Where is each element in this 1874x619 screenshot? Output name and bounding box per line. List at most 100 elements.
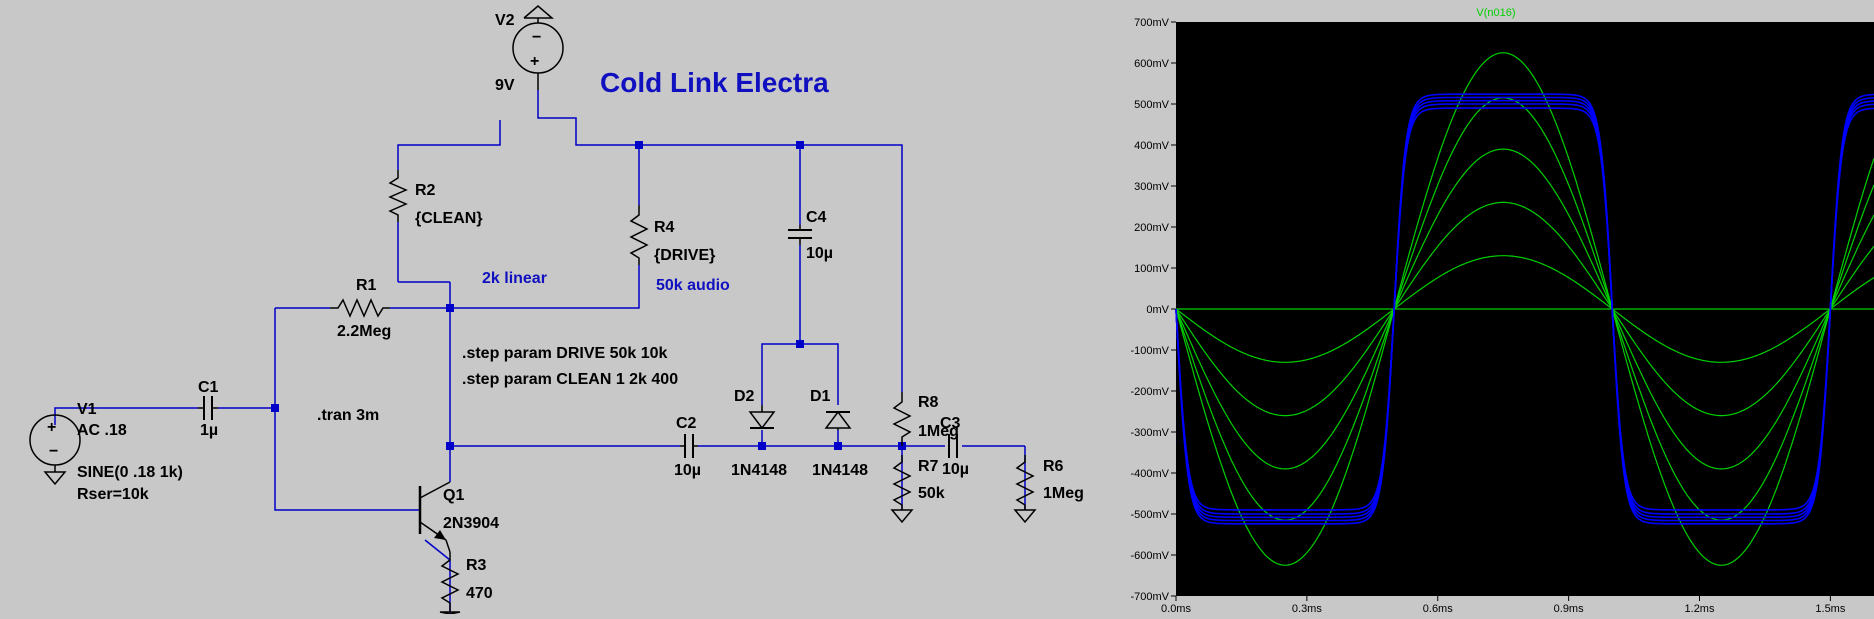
v2-name: V2 <box>495 12 515 29</box>
r4-name: R4 <box>654 219 675 236</box>
svg-text:−: − <box>532 29 541 46</box>
y-axis: 700mV600mV500mV400mV300mV200mV100mV0mV-1… <box>1130 17 1176 603</box>
v2-value: 9V <box>495 77 515 94</box>
series-line-8 <box>1175 99 1874 519</box>
c4-name: C4 <box>806 209 827 226</box>
capacitor-c4[interactable] <box>788 225 812 245</box>
r1-value: 2.2Meg <box>337 323 391 340</box>
schematic-canvas[interactable]: − + <box>0 0 1110 615</box>
series-line-10 <box>1175 93 1874 525</box>
r8-value: 1Meg <box>918 423 959 440</box>
r8-name: R8 <box>918 394 939 411</box>
series-line-9 <box>1175 96 1874 522</box>
wire-base <box>274 308 420 511</box>
resistor-r6[interactable] <box>1015 455 1035 510</box>
c3-value: 10µ <box>942 461 969 478</box>
diode-d1[interactable] <box>824 410 852 430</box>
resistor-r7[interactable] <box>892 455 912 510</box>
d2-value: 1N4148 <box>731 462 787 479</box>
series-line-3 <box>1175 148 1874 470</box>
diode-d2[interactable] <box>748 405 776 430</box>
y-tick-label: -100mV <box>1130 345 1169 357</box>
y-tick-label: 600mV <box>1134 58 1170 70</box>
capacitor-c3[interactable] <box>948 434 958 458</box>
r7-name: R7 <box>918 458 939 475</box>
d1-value: 1N4148 <box>812 462 868 479</box>
r4-value: {DRIVE} <box>654 247 715 264</box>
schematic-svg: − + <box>29 5 1084 615</box>
series-line-6 <box>1175 107 1874 511</box>
resistor-r3[interactable] <box>440 552 460 612</box>
waveform-chart: V(n016) 700mV600mV500mV400mV300mV200mV10… <box>1130 7 1874 615</box>
wire-v1-top <box>54 407 198 425</box>
y-tick-label: 500mV <box>1134 99 1170 111</box>
y-tick-label: -400mV <box>1130 468 1169 480</box>
c4-value: 10µ <box>806 245 833 262</box>
wire-r4-bottom <box>450 265 640 309</box>
ground-icon <box>43 471 1037 615</box>
y-tick-label: -200mV <box>1130 386 1169 398</box>
resistor-r2[interactable] <box>388 170 408 222</box>
wire-emitter <box>424 539 451 614</box>
d1-name: D1 <box>810 388 831 405</box>
x-tick-label: 0.9ms <box>1554 603 1584 614</box>
step-clean-directive: .step param CLEAN 1 2k 400 <box>462 371 678 388</box>
series-line-7 <box>1175 103 1874 515</box>
r7-value: 50k <box>918 485 945 502</box>
c2-name: C2 <box>676 415 697 432</box>
y-tick-label: -600mV <box>1130 550 1169 562</box>
r1-name: R1 <box>356 277 377 294</box>
transistor-q1[interactable] <box>418 481 451 553</box>
v1-source-spec: SINE(0 .18 1k) <box>77 464 183 481</box>
v1-name: V1 <box>77 401 97 418</box>
x-tick-label: 0.6ms <box>1423 603 1453 614</box>
r3-value: 470 <box>466 585 493 602</box>
q1-name: Q1 <box>443 487 464 504</box>
drive-pot-note: 50k audio <box>656 277 730 294</box>
v1-value: AC .18 <box>77 422 127 439</box>
resistor-r8[interactable] <box>892 392 912 446</box>
y-tick-label: -700mV <box>1130 591 1169 603</box>
x-tick-label: 0.0ms <box>1161 603 1191 614</box>
x-tick-label: 0.3ms <box>1292 603 1322 614</box>
v1-rser: Rser=10k <box>77 486 149 503</box>
svg-text:+: + <box>530 53 539 70</box>
x-tick-label: 1.5ms <box>1815 603 1845 614</box>
c1-name: C1 <box>198 379 219 396</box>
y-tick-label: 100mV <box>1134 263 1170 275</box>
y-tick-label: -300mV <box>1130 427 1169 439</box>
svg-text:+: + <box>47 419 56 436</box>
r3-name: R3 <box>466 557 487 574</box>
y-tick-label: 700mV <box>1134 17 1170 29</box>
v2-source[interactable]: − + <box>512 5 564 90</box>
c3-name: C3 <box>940 415 961 432</box>
r2-name: R2 <box>415 182 436 199</box>
c1-value: 1µ <box>200 422 218 439</box>
svg-text:−: − <box>49 443 58 460</box>
series-line-1 <box>1175 255 1874 363</box>
schematic-title: Cold Link Electra <box>600 67 829 98</box>
y-tick-label: 0mV <box>1146 304 1169 316</box>
resistor-r4[interactable] <box>629 205 649 265</box>
y-tick-label: -500mV <box>1130 509 1169 521</box>
capacitor-c1[interactable] <box>198 396 218 420</box>
plot-title: V(n016) <box>1476 7 1515 19</box>
y-tick-label: 400mV <box>1134 140 1170 152</box>
resistor-r1[interactable] <box>330 298 390 318</box>
wire-vcc-rail <box>537 90 903 392</box>
capacitor-c2[interactable] <box>680 434 698 458</box>
series-line-5 <box>1175 52 1874 566</box>
r6-name: R6 <box>1043 458 1064 475</box>
d2-name: D2 <box>734 388 755 405</box>
y-tick-label: 300mV <box>1134 181 1170 193</box>
series-line-2 <box>1175 201 1874 417</box>
r6-value: 1Meg <box>1043 485 1084 502</box>
clean-pot-note: 2k linear <box>482 270 547 287</box>
tran-directive: .tran 3m <box>317 407 379 424</box>
step-drive-directive: .step param DRIVE 50k 10k <box>462 345 668 362</box>
c2-value: 10µ <box>674 462 701 479</box>
v1-source[interactable]: + − <box>29 414 81 472</box>
x-tick-label: 1.2ms <box>1685 603 1715 614</box>
x-axis: 0.0ms 0.3ms 0.6ms 0.9ms 1.2ms 1.5ms <box>1161 596 1846 615</box>
